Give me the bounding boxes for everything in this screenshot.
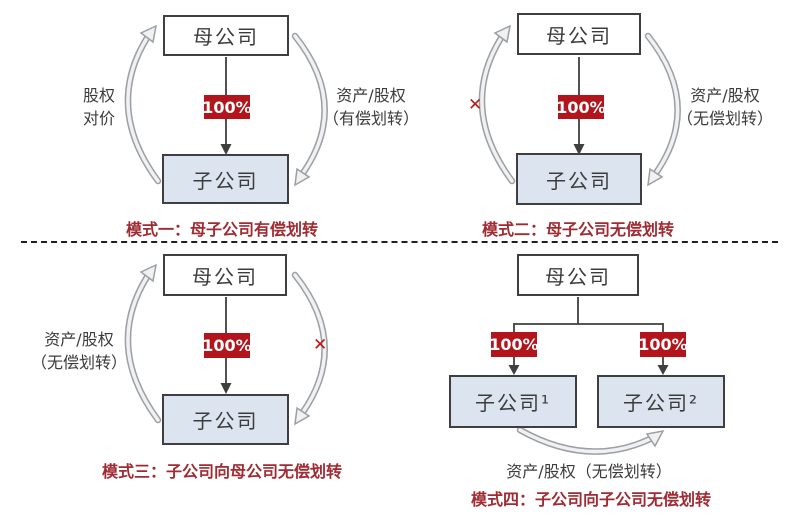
mode2-parent-company-label: 母公司 xyxy=(546,23,612,48)
mode4-transfer-arrowhead xyxy=(645,429,665,448)
mode2-subsidiary-box: 子公司 xyxy=(516,153,642,205)
mode4-parent-company-label: 母公司 xyxy=(545,264,611,289)
mode4-ownership-right-value: 100% xyxy=(638,335,688,354)
mode3-caption: 模式三：子公司向母公司无偿划转 xyxy=(101,462,342,481)
mode2-right-curved-arrow xyxy=(644,32,681,187)
mode1-caption: 模式一：母子公司有偿划转 xyxy=(125,220,318,239)
mode2-no-consideration-cross-icon: ✕ xyxy=(468,95,483,115)
mode4-transfer-curved-arrow xyxy=(516,426,665,455)
mode4-org-tree-lines xyxy=(513,297,664,334)
mode1-subsidiary-label: 子公司 xyxy=(192,168,259,193)
mode4-flow-label: 资产/股权（无偿划转） xyxy=(506,462,672,481)
mode1-parent-company-box: 母公司 xyxy=(163,15,289,56)
mode2-right-arrowhead xyxy=(647,167,664,187)
mode4-parent-company-box: 母公司 xyxy=(517,254,639,296)
mode2-caption: 模式二：母子公司无偿划转 xyxy=(481,220,674,239)
mode4-subsidiary2-box: 子公司² xyxy=(597,375,725,428)
mode2-ownership-badge: 100% xyxy=(556,95,606,119)
mode3-parent-company-box: 母公司 xyxy=(163,254,287,296)
mode1-right-curved-arrow xyxy=(291,32,328,187)
mode2-left-curved-arrow xyxy=(478,24,516,185)
mode4-subsidiary1-box: 子公司¹ xyxy=(449,375,577,428)
mode1-ownership-value: 100% xyxy=(202,97,252,117)
mode3-left-arrowhead xyxy=(139,263,158,283)
mode1-ownership-badge: 100% xyxy=(202,95,252,119)
dashed-divider xyxy=(21,241,778,243)
mode4-subsidiary2-label: 子公司² xyxy=(622,391,700,415)
mode1-right-flow-label: 资产/股权 （有偿划转） xyxy=(322,86,419,129)
mode3-parent-company-label: 母公司 xyxy=(192,264,258,289)
mode1-left-arrowhead xyxy=(139,24,158,44)
mode3-no-consideration-cross-icon: ✕ xyxy=(313,335,328,355)
mode2-left-arrowhead xyxy=(493,24,512,44)
mode2-right-flow-label: 资产/股权 （无偿划转） xyxy=(676,86,773,129)
mode4-right-down-arrow xyxy=(657,356,669,375)
mode4-ownership-badge-right: 100% xyxy=(638,332,688,357)
mode3-left-flow-label: 资产/股权 （无偿划转） xyxy=(30,330,127,373)
mode3-left-curved-arrow xyxy=(124,263,162,424)
mode2-parent-company-box: 母公司 xyxy=(517,13,641,55)
mode4-subsidiary1-label: 子公司¹ xyxy=(474,391,552,415)
mode2-ownership-value: 100% xyxy=(556,97,606,117)
mode4-ownership-left-value: 100% xyxy=(489,335,539,354)
mode3-right-arrowhead xyxy=(294,406,311,426)
mode1-left-flow-label: 股权 对价 xyxy=(82,86,115,129)
mode4-caption: 模式四：子公司向子公司无偿划转 xyxy=(470,490,711,509)
mode1-subsidiary-box: 子公司 xyxy=(162,154,289,204)
mode3-ownership-value: 100% xyxy=(202,336,252,355)
mode4-left-down-arrow xyxy=(508,356,520,375)
mode1-parent-company-label: 母公司 xyxy=(193,25,259,49)
mode4-ownership-badge-left: 100% xyxy=(489,332,539,357)
mode1-right-arrowhead xyxy=(294,167,311,187)
mode3-subsidiary-box: 子公司 xyxy=(162,394,289,445)
mode2-subsidiary-label: 子公司 xyxy=(546,168,612,193)
mode3-subsidiary-label: 子公司 xyxy=(192,409,259,433)
mode3-ownership-badge: 100% xyxy=(202,333,252,358)
